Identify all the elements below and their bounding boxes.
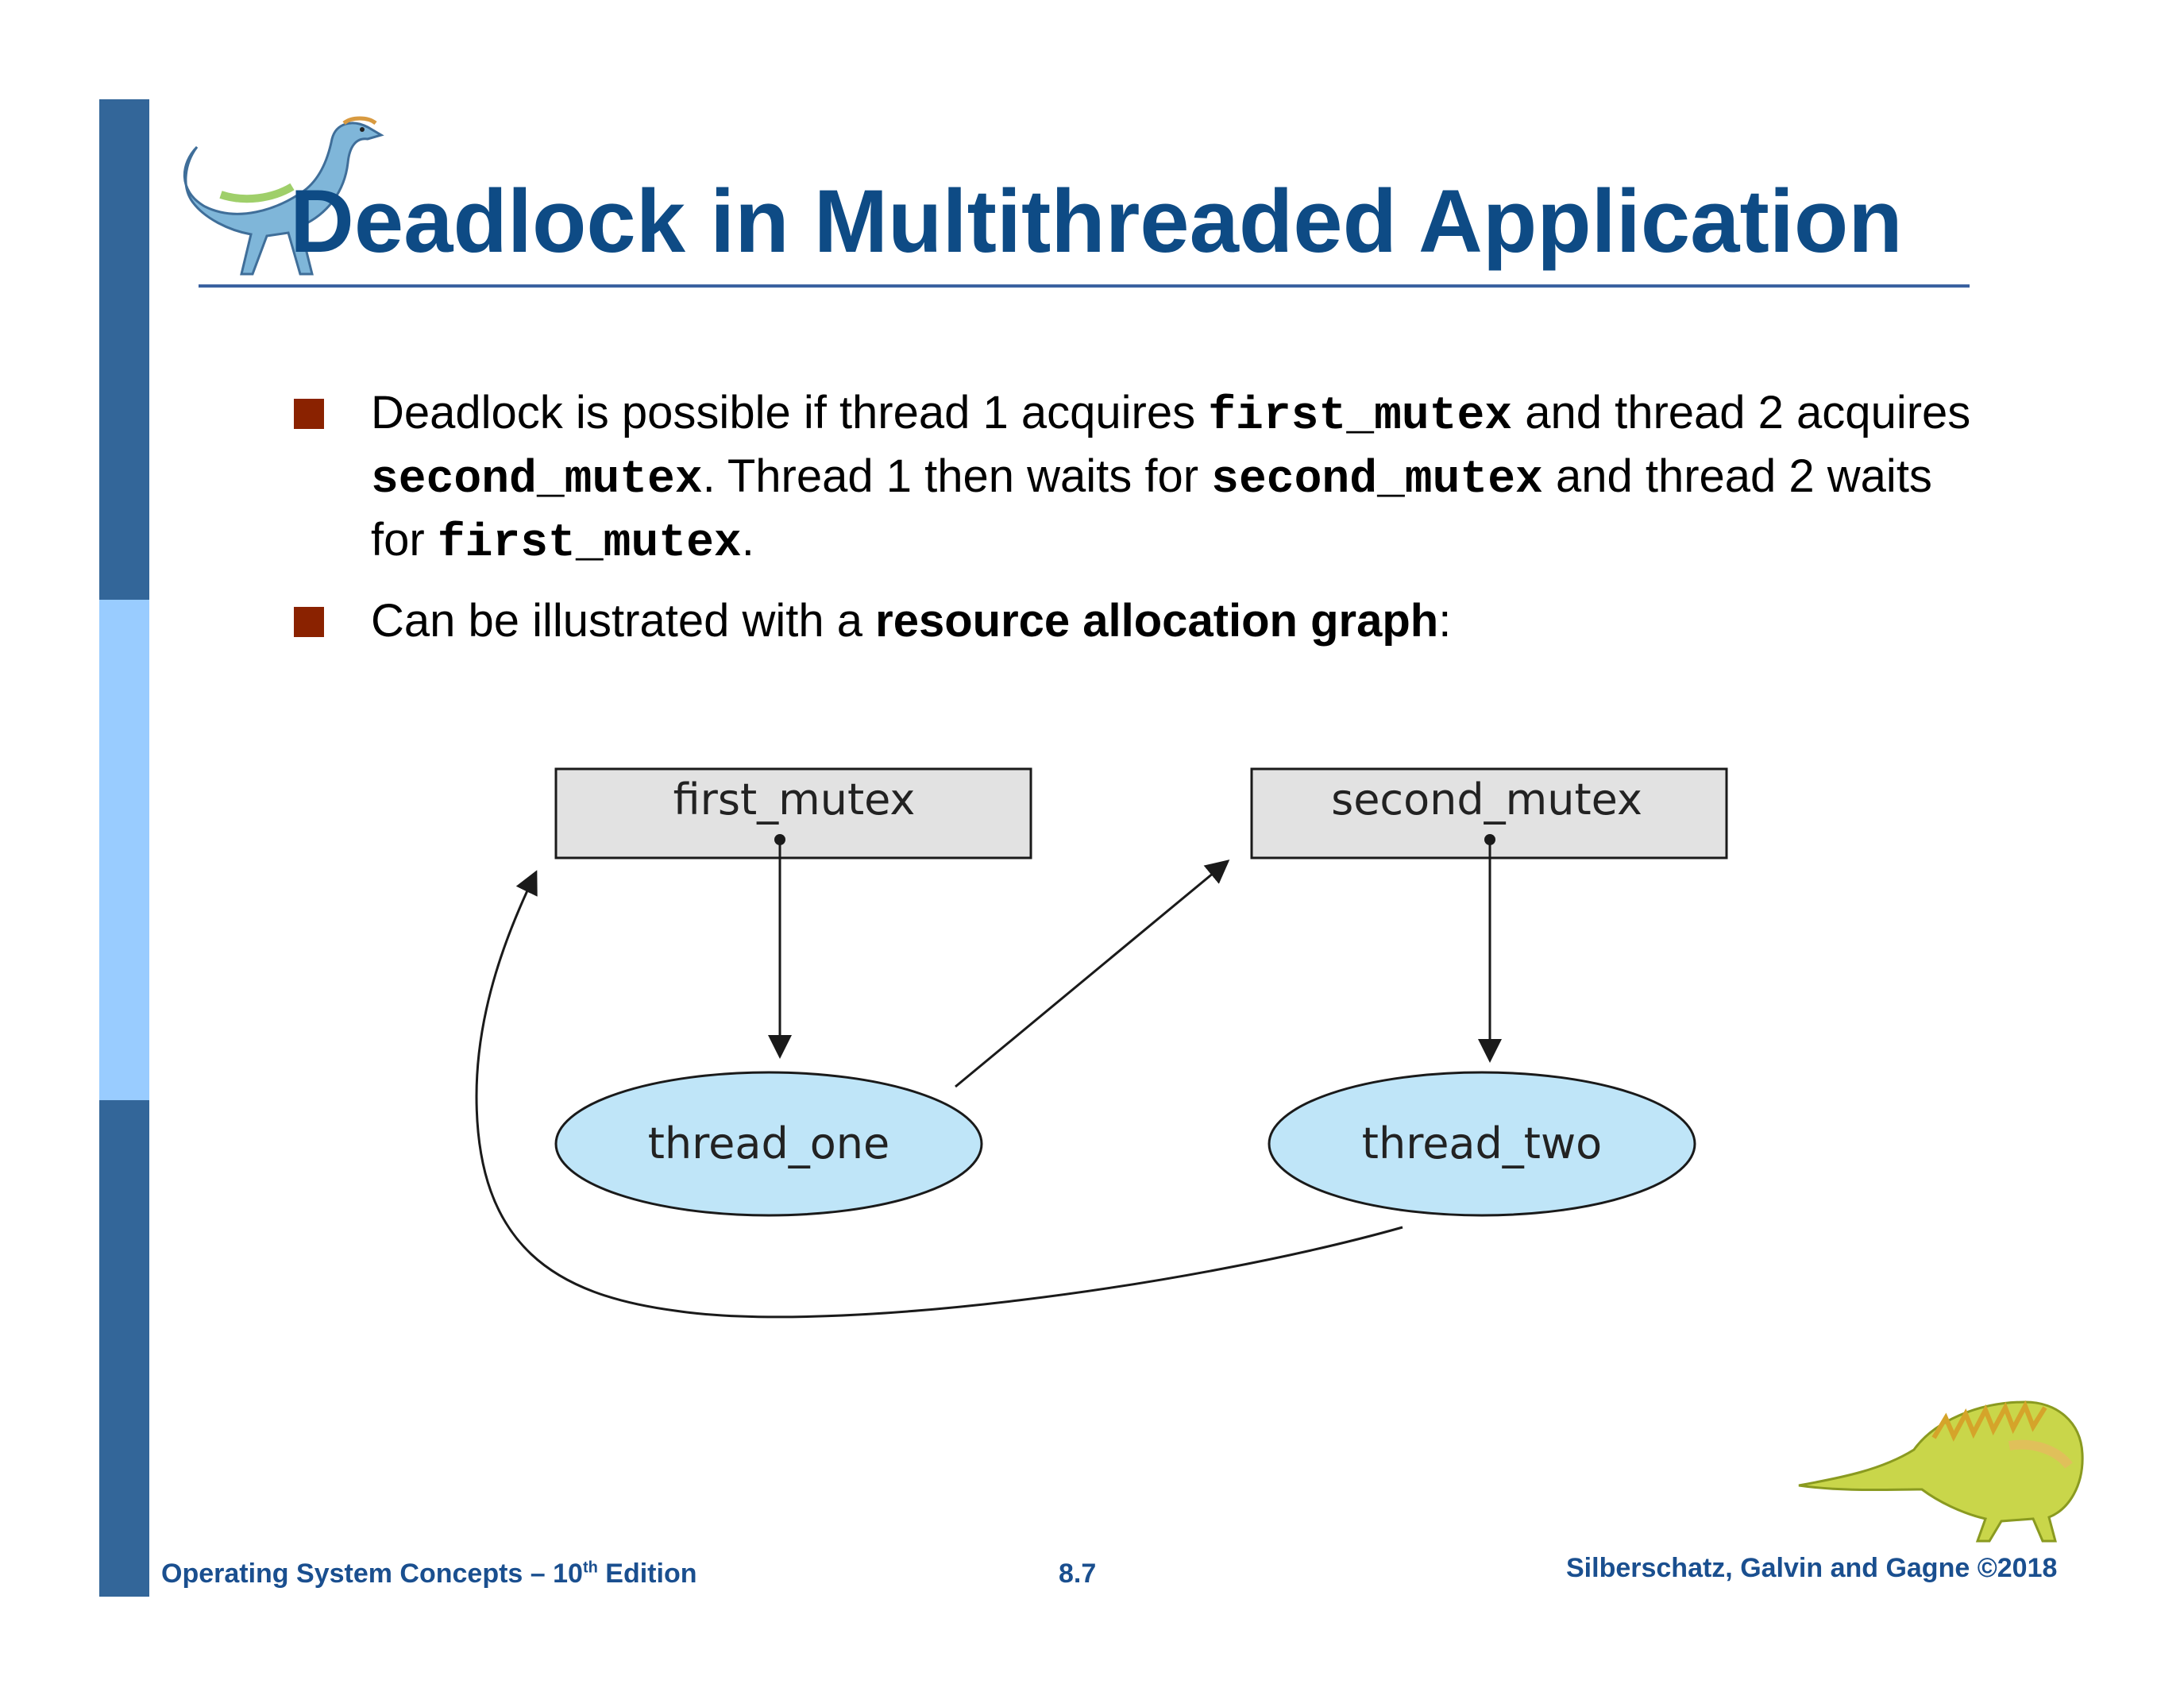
slide-title: Deadlock in Multithreaded Application bbox=[290, 172, 1903, 271]
code-run: second_mutex bbox=[371, 454, 703, 506]
thread-ellipse bbox=[554, 1071, 983, 1217]
resource-node-first-mutex: first_mutex bbox=[554, 767, 1032, 859]
title-underline bbox=[199, 284, 1970, 288]
thread-node-thread-two: thread_two bbox=[1268, 1071, 1696, 1217]
bullet-list: Deadlock is possible if thread 1 acquire… bbox=[294, 383, 1993, 668]
resource-box bbox=[554, 767, 1032, 859]
bullet-text: Can be illustrated with a resource alloc… bbox=[371, 595, 1451, 647]
bullet-text: Deadlock is possible if thread 1 acquire… bbox=[371, 387, 1971, 570]
bullet-item: Deadlock is possible if thread 1 acquire… bbox=[294, 383, 1993, 574]
footer-authors: Silberschatz, Galvin and Gagne ©2018 bbox=[1566, 1553, 2058, 1583]
page-number: 8.7 bbox=[1059, 1559, 1097, 1589]
footer-book-title: Operating System Concepts – 10th Edition bbox=[161, 1559, 697, 1590]
footer-text: Operating System Concepts – 10 bbox=[161, 1559, 583, 1589]
request-edge-thread-one-to-second-mutex bbox=[955, 859, 1230, 1088]
side-bar-bottom bbox=[99, 1100, 149, 1597]
bullet-item: Can be illustrated with a resource alloc… bbox=[294, 591, 1993, 651]
resource-box bbox=[1250, 767, 1728, 859]
resource-node-second-mutex: second_mutex bbox=[1250, 767, 1728, 859]
code-run: first_mutex bbox=[437, 518, 742, 570]
text-run: . Thread 1 then waits for bbox=[702, 450, 1212, 502]
resource-label: first_mutex bbox=[673, 774, 916, 825]
thread-node-thread-one: thread_one bbox=[554, 1071, 983, 1217]
text-run: and thread 2 waits for bbox=[371, 450, 1932, 566]
footer-text: Edition bbox=[597, 1559, 697, 1589]
bold-run: resource allocation graph bbox=[875, 595, 1439, 647]
footer-superscript: th bbox=[582, 1559, 598, 1577]
text-run: . bbox=[741, 514, 754, 566]
text-run: Deadlock is possible if thread 1 acquire… bbox=[371, 387, 1209, 438]
side-bar-middle bbox=[99, 600, 149, 1100]
thread-label: thread_one bbox=[648, 1118, 890, 1168]
code-run: first_mutex bbox=[1208, 391, 1513, 442]
text-run: : bbox=[1438, 595, 1452, 647]
text-run: Can be illustrated with a bbox=[371, 595, 876, 647]
code-run: second_mutex bbox=[1211, 454, 1543, 506]
thread-ellipse bbox=[1268, 1071, 1696, 1217]
dinosaur-logo-icon bbox=[183, 116, 384, 276]
dinosaur-logo-icon bbox=[1798, 1400, 2084, 1543]
text-run: and thread 2 acquires bbox=[1512, 387, 1971, 438]
request-edge-thread-two-to-first-mutex bbox=[475, 870, 1403, 1319]
resource-label: second_mutex bbox=[1331, 774, 1642, 825]
square-bullet-icon bbox=[294, 607, 324, 637]
side-bar-top bbox=[99, 99, 149, 600]
square-bullet-icon bbox=[294, 399, 324, 429]
thread-label: thread_two bbox=[1362, 1118, 1602, 1168]
